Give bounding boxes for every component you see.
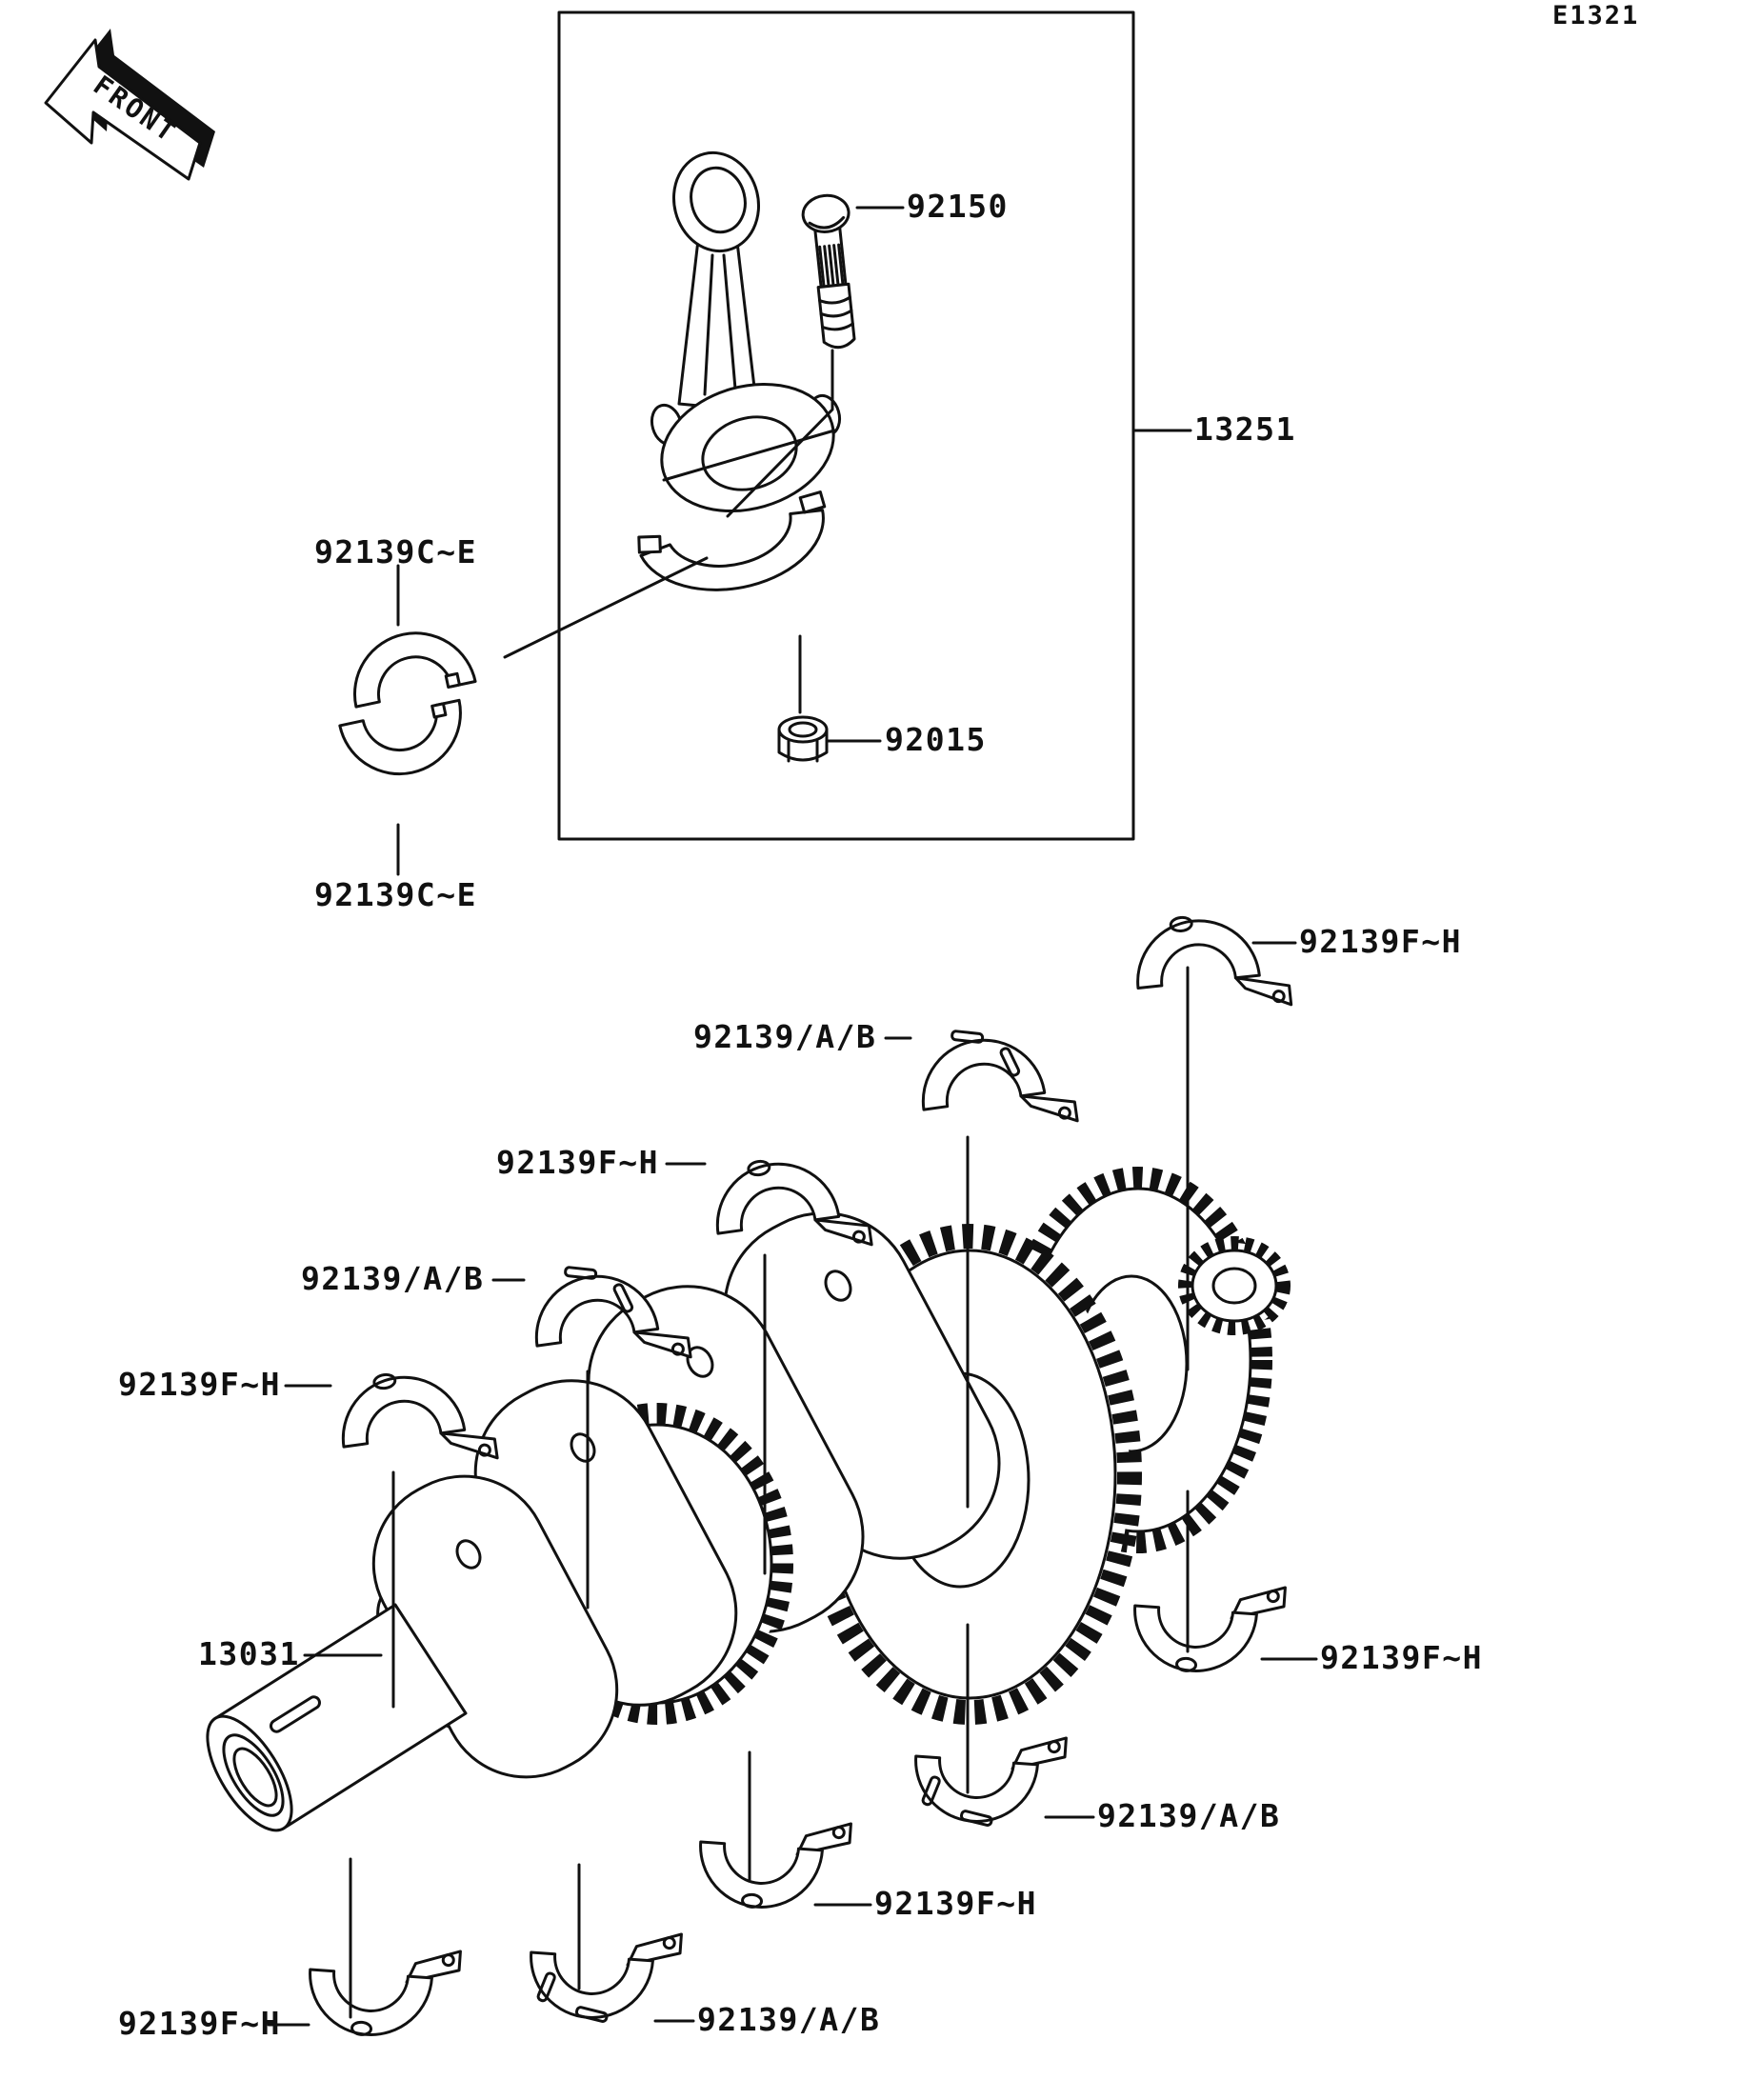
main-bearing-shell-upper-5	[332, 1359, 499, 1481]
main-bearing-shell-lower-3	[694, 1811, 852, 1915]
front-arrow-icon: FRONT	[44, 29, 215, 181]
part-label-92139fh-3: 92139F~H	[118, 1366, 281, 1403]
main-bearing-shell-lower-1	[1129, 1575, 1287, 1679]
part-label-13031: 13031	[198, 1635, 300, 1672]
part-label-13251: 13251	[1194, 410, 1296, 448]
part-label-92139fh-2: 92139F~H	[496, 1144, 659, 1181]
part-label-92139fh-4: 92139F~H	[1320, 1639, 1483, 1676]
rod-bolt-drawing	[801, 193, 856, 350]
main-bearing-shell-lower-2	[910, 1726, 1068, 1832]
part-label-92139ab-2: 92139/A/B	[301, 1260, 485, 1297]
part-label-92139ce-upper: 92139C~E	[314, 533, 477, 570]
rod-nut-drawing	[777, 715, 829, 763]
conrod-bearing-shell-upper	[342, 620, 477, 709]
part-label-92139ab-3: 92139/A/B	[1097, 1797, 1281, 1834]
part-label-92139fh-6: 92139F~H	[118, 2005, 281, 2042]
connecting-rod-drawing	[637, 150, 842, 591]
part-label-92139ab-4: 92139/A/B	[697, 2001, 881, 2038]
part-label-92150: 92150	[907, 188, 1009, 225]
conrod-bearing-shell-lower	[338, 698, 473, 788]
part-label-92139ab-1: 92139/A/B	[693, 1018, 877, 1055]
main-bearing-shell-lower-5	[304, 1939, 462, 2043]
kit-box-outline	[557, 10, 1135, 841]
part-label-92139fh-5: 92139F~H	[874, 1885, 1037, 1922]
page-code: E1321	[1552, 1, 1640, 30]
part-label-92139fh-1: 92139F~H	[1299, 923, 1462, 960]
main-bearing-shell-upper-2	[911, 1013, 1079, 1144]
main-bearing-shell-upper-1	[1130, 905, 1293, 1022]
main-bearing-shell-lower-4	[525, 1922, 683, 2029]
crankshaft-drawing	[206, 1167, 1291, 1832]
part-label-92139ce-lower: 92139C~E	[314, 876, 477, 913]
part-label-92015: 92015	[885, 721, 987, 758]
leader-lines	[267, 206, 1318, 2027]
